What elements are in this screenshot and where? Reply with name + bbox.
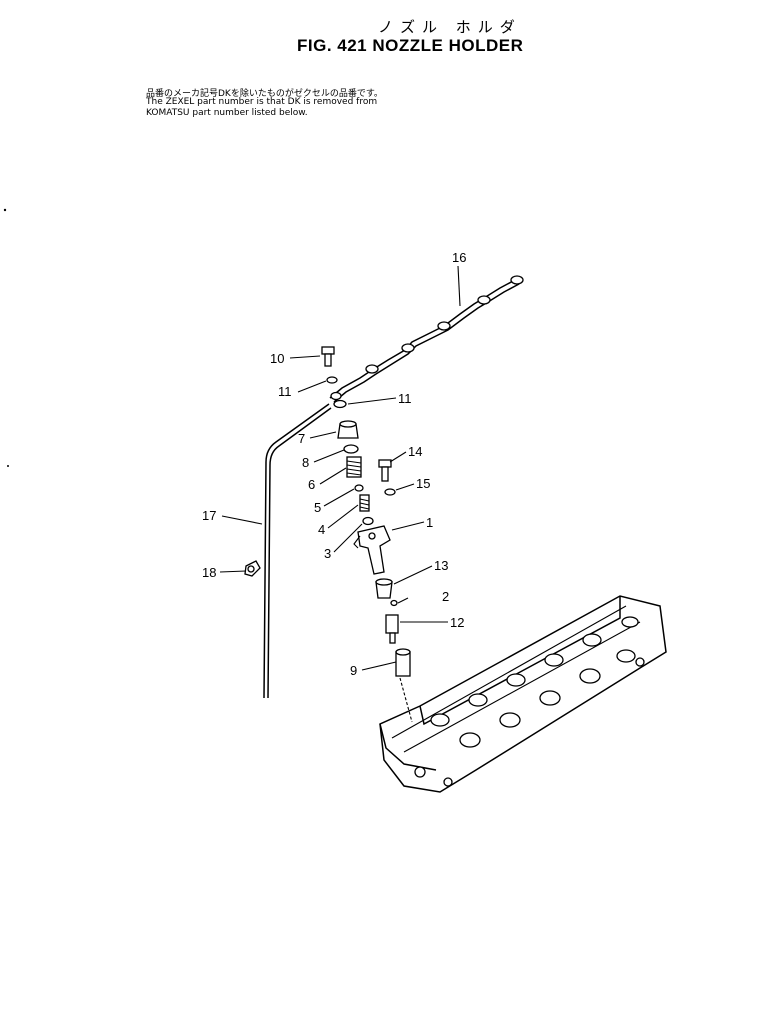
part-11-gasket-lower [333,399,347,409]
part-14-bolt [378,459,392,482]
callout-11-upper: 11 [278,384,292,399]
part-12-nozzle [385,614,399,644]
callout-6: 6 [308,477,315,492]
part-13-nozzle-nut [375,578,393,599]
leader-lines [219,265,461,671]
callout-1: 1 [426,515,433,530]
part-5-shim [354,484,364,492]
callout-9: 9 [350,663,357,678]
note-line-2: KOMATSU part number listed below. [146,108,308,118]
part-16-leak-off-pipe [329,275,524,403]
part-6-spring [346,456,362,478]
callout-13: 13 [434,558,448,573]
callout-3: 3 [324,546,331,561]
scan-dot [7,465,9,467]
part-3-o-ring [362,516,374,526]
callout-4: 4 [318,522,325,537]
callout-8: 8 [302,455,309,470]
callout-14: 14 [408,444,422,459]
part-18-clip [244,560,261,577]
part-7-cap-nut [337,420,359,439]
note-line-1: The ZEXEL part number is that DK is remo… [146,97,378,107]
callout-18: 18 [202,565,216,580]
part-9-sleeve [395,648,411,677]
part-11-gasket-upper [326,376,338,384]
japanese-title: ノズル ホルダ [378,18,522,36]
callout-15: 15 [416,476,430,491]
callout-10: 10 [270,351,284,366]
cylinder-head [379,595,667,793]
note-line-jp: 品番のメーカ記号DKを除いたものがゼクセルの品番です。 [146,89,383,99]
part-1-nozzle-holder [353,525,391,575]
part-4-spring-seat [359,494,370,512]
callout-7: 7 [298,431,305,446]
callout-12: 12 [450,615,464,630]
part-10-bolt [321,346,335,367]
part-2-seal [390,599,398,607]
scan-dot [3,208,7,212]
part-17-tube [263,403,332,699]
assembly-center-line [399,677,413,723]
part-15-washer [384,488,396,496]
figure-title: FIG. 421 NOZZLE HOLDER [297,36,524,55]
callout-5: 5 [314,500,321,515]
callout-11-lower: 11 [398,391,412,406]
callout-16: 16 [452,250,466,265]
callout-17: 17 [202,508,216,523]
part-8-washer [343,444,359,454]
callout-2: 2 [442,589,449,604]
